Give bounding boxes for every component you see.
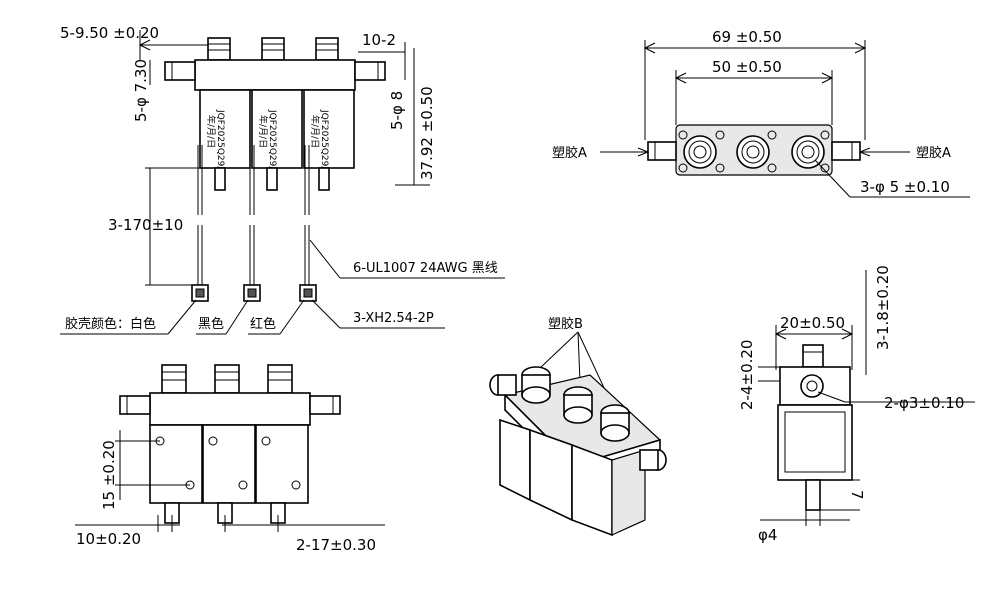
coil-date-3: 年/月/日 [309,115,321,148]
right-plastic-label: 塑胶A [916,145,951,161]
coil-label-3: JQF2025Q29/12 [319,109,329,181]
top-left-view: 5-9.50 ±0.20 5-φ 7.30 10-2 5-φ 8 37.92 ±… [60,24,505,335]
connector-spec: 3-XH2.54-2P [353,311,434,326]
coil-date-2: 年/月/日 [257,115,269,148]
dim-bottom: φ4 [758,526,777,544]
hole-dim: 3-φ 5 ±0.10 [860,178,950,196]
dim-gap: 10-2 [362,31,396,49]
wires [197,145,310,285]
bottom-left-view: 15 ±0.20 10±0.20 2-17±0.30 [75,364,385,554]
coil-label-2: JQF2025Q29/12 [267,109,277,181]
dim-hole: 2-φ3±0.10 [884,394,964,412]
dim-left: 10±0.20 [76,530,141,548]
dim-side-dia: 5-φ 7.30 [132,59,150,122]
bottom-right-view: 20±0.50 3-1.8±0.20 2-4±0.20 2-φ3±0.10 7 … [738,265,975,544]
black-label: 黑色 [198,316,224,332]
dim-pitch: 2-17±0.30 [296,536,376,554]
top-ports [207,37,339,61]
dim-height: 37.92 ±0.50 [418,86,436,180]
dim-ports: 5-9.50 ±0.20 [60,24,159,42]
coil-label-1: JQF2025Q29/12 [215,109,225,181]
dim-left: 2-4±0.20 [738,340,756,410]
iso-view: 塑胶B [489,316,667,537]
dim-pin: 7 [848,490,866,500]
dim-wire-len: 3-170±10 [108,216,183,234]
dim-top: 3-1.8±0.20 [874,265,892,350]
coils: JQF2025Q29/12 年/月/日 JQF2025Q29/12 年/月/日 … [199,89,355,181]
dim-port-dia: 5-φ 8 [388,91,406,130]
shell-color: 胶壳颜色：白色 [65,316,156,332]
top-right-view: 69 ±0.50 50 ±0.50 塑胶A 塑胶A 3-φ 5 ±0.10 [552,28,970,198]
iso-plastic-label: 塑胶B [548,316,583,332]
dim-total: 69 ±0.50 [712,28,782,46]
dim-width: 20±0.50 [780,314,845,332]
dim-vertical: 15 ±0.20 [100,440,118,510]
left-plastic-label: 塑胶A [552,145,587,161]
red-label: 红色 [250,316,276,332]
coil-date-1: 年/月/日 [205,115,217,148]
dim-inner: 50 ±0.50 [712,58,782,76]
wire-spec: 6-UL1007 24AWG 黑线 [353,261,498,276]
